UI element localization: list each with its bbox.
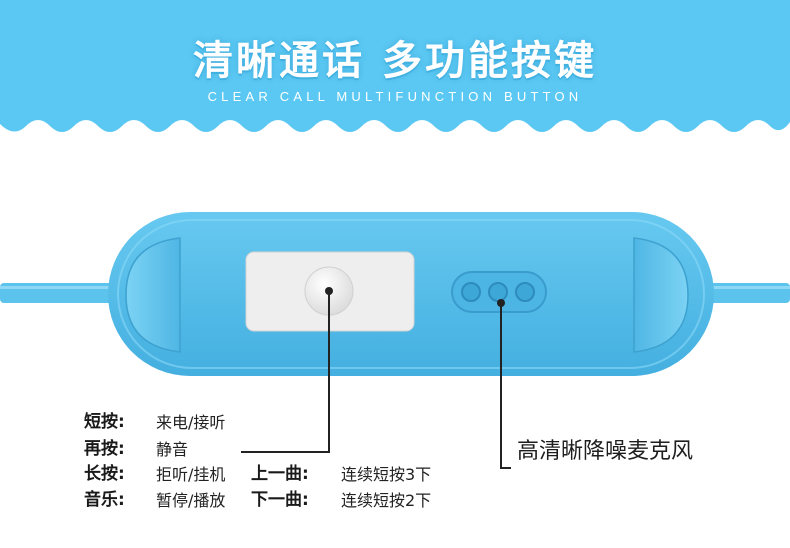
page-title: 清晰通话 多功能按键 — [193, 38, 597, 84]
right-endcap — [633, 237, 689, 353]
function-key-long-press: 长按: — [84, 464, 125, 484]
track-value-next: 连续短按2下 — [341, 491, 432, 510]
function-key-short-press: 短按: — [84, 412, 125, 432]
microphone-label: 高清晰降噪麦克风 — [517, 439, 694, 464]
left-endcap — [125, 237, 181, 353]
header-banner — [0, 0, 790, 132]
mic-callout-line — [500, 302, 511, 469]
button-callout-line — [241, 291, 330, 453]
function-value-short-press: 来电/接听 — [156, 413, 226, 432]
track-key-previous: 上一曲: — [251, 464, 309, 484]
function-key-music: 音乐: — [84, 490, 125, 510]
function-value-music: 暂停/播放 — [156, 491, 226, 510]
function-value-press-again: 静音 — [156, 440, 189, 459]
function-key-press-again: 再按: — [84, 439, 125, 459]
track-value-previous: 连续短按3下 — [341, 465, 432, 484]
function-value-long-press: 拒听/挂机 — [156, 465, 226, 484]
page-subtitle: CLEAR CALL MULTIFUNCTION BUTTON — [207, 89, 583, 104]
track-key-next: 下一曲: — [251, 490, 309, 510]
